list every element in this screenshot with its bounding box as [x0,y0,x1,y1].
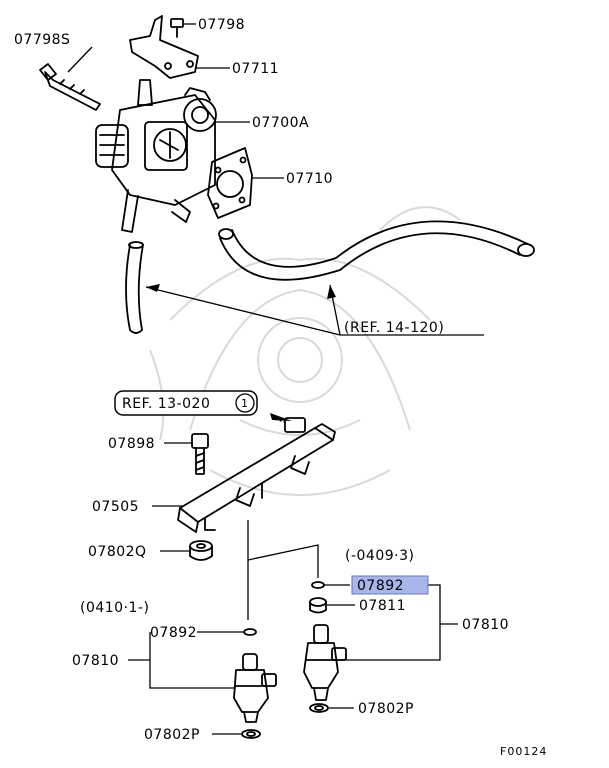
label-ref-13-020-circle: 1 [241,397,249,410]
label-range-new: (-0409·3) [345,548,414,564]
label-07802q[interactable]: 07802Q [88,544,147,560]
small-hose [125,241,144,334]
label-07892-left[interactable]: 07892 [150,625,197,641]
label-ref-13-020[interactable]: REF. 13-020 [122,396,210,412]
injector-left [233,653,277,723]
bolt-07798 [170,18,184,38]
insulator-07802p-right [309,703,329,713]
leader-lines [67,23,484,735]
throttle-body [95,79,217,233]
watermark-emblem [149,206,461,496]
injector-right [303,624,347,701]
label-07810-right[interactable]: 07810 [462,617,509,633]
label-07802p-right[interactable]: 07802P [358,701,414,717]
bolt-07898 [191,433,209,475]
ref-13-020-box[interactable] [114,390,258,416]
fuel-rail [177,417,336,533]
figure-code: F00124 [500,745,547,758]
label-07810-left[interactable]: 07810 [72,653,119,669]
oring-07892-right [311,581,325,589]
label-07802p-left[interactable]: 07802P [144,727,200,743]
highlight-07892 [351,575,429,595]
label-range-old: (0410·1-) [80,600,149,616]
oring-07892-left [243,628,257,636]
label-07710[interactable]: 07710 [286,171,333,187]
label-07505[interactable]: 07505 [92,499,139,515]
bolt-07798s [39,63,101,111]
rail-arrow [270,413,292,423]
label-07898[interactable]: 07898 [108,436,155,452]
long-hose [218,220,535,281]
label-07700a[interactable]: 07700A [252,115,309,131]
label-07711[interactable]: 07711 [232,61,279,77]
gasket-07710 [207,147,253,219]
label-ref-14-120[interactable]: (REF. 14-120) [344,320,444,336]
bracket-07711 [129,15,199,79]
insulator-07802p-left [241,729,261,739]
insulator-07802q [189,540,213,561]
label-07798s[interactable]: 07798S [14,32,70,48]
label-07798[interactable]: 07798 [198,17,245,33]
label-07892-highlighted[interactable]: 07892 [357,578,404,594]
grommet-07811 [309,597,327,614]
label-07811[interactable]: 07811 [359,598,406,614]
